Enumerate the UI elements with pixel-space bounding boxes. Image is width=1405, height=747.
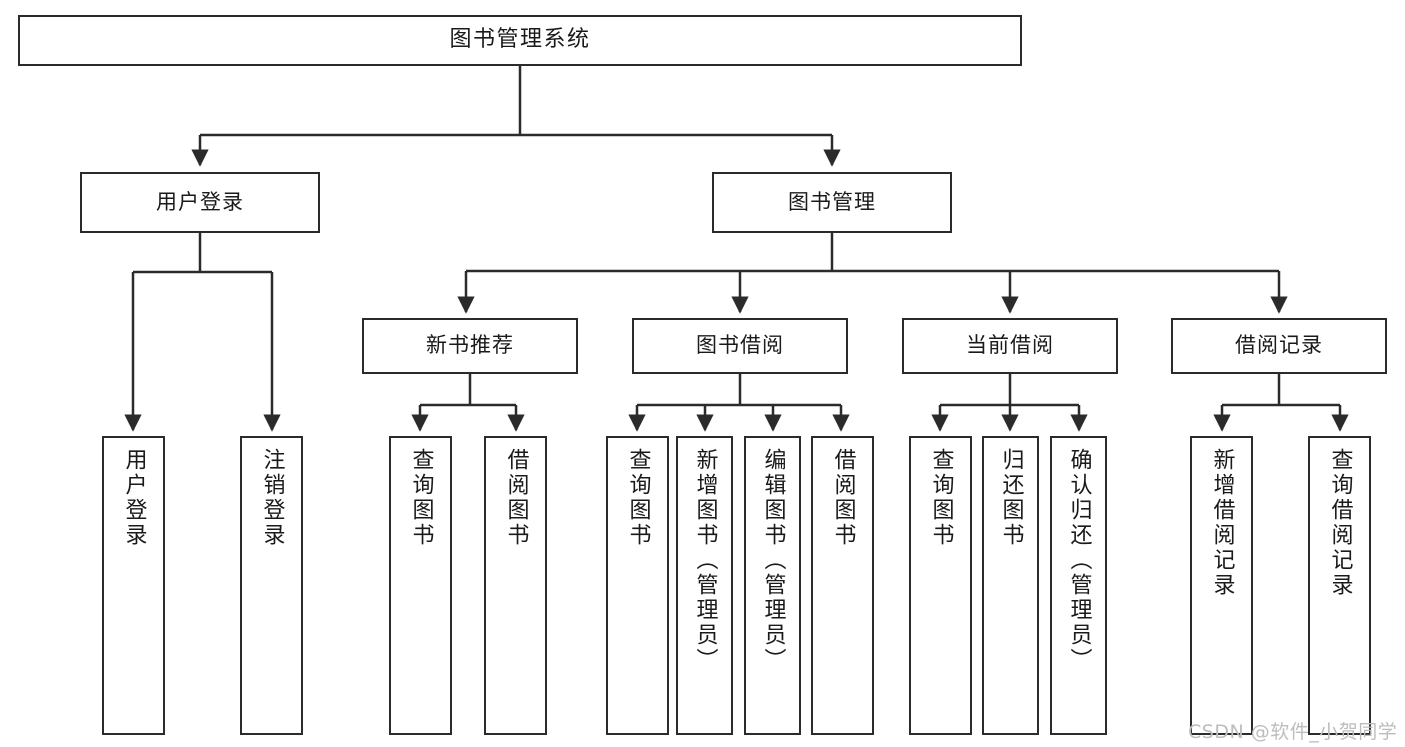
node-new-book-recommend-label: 新书推荐	[426, 333, 514, 358]
node-book-borrow[interactable]: 图书借阅	[632, 318, 848, 374]
node-user-login[interactable]: 用户登录	[80, 172, 320, 233]
node-leaf-add-book[interactable]: 新增图书（管理员）	[676, 436, 733, 735]
node-new-book-recommend[interactable]: 新书推荐	[362, 318, 578, 374]
node-borrow-record[interactable]: 借阅记录	[1171, 318, 1387, 374]
node-leaf-query-book-1-label: 查询图书	[408, 448, 434, 548]
node-leaf-borrow-book-1-label: 借阅图书	[503, 448, 529, 548]
node-leaf-confirm-return-label: 确认归还（管理员）	[1066, 448, 1092, 673]
node-leaf-user-login-label: 用户登录	[121, 448, 147, 548]
node-leaf-query-book-3-label: 查询图书	[928, 448, 954, 548]
node-leaf-user-logout-label: 注销登录	[259, 448, 285, 548]
node-user-login-label: 用户登录	[156, 189, 244, 214]
node-leaf-add-book-label: 新增图书（管理员）	[692, 448, 718, 673]
node-leaf-return-book-label: 归还图书	[998, 448, 1024, 548]
node-root[interactable]: 图书管理系统	[18, 15, 1022, 66]
node-borrow-record-label: 借阅记录	[1235, 333, 1323, 358]
node-leaf-confirm-return[interactable]: 确认归还（管理员）	[1050, 436, 1107, 735]
node-leaf-edit-book-label: 编辑图书（管理员）	[760, 448, 786, 673]
node-leaf-query-book-2-label: 查询图书	[625, 448, 651, 548]
node-leaf-edit-book[interactable]: 编辑图书（管理员）	[744, 436, 801, 735]
node-book-borrow-label: 图书借阅	[696, 333, 784, 358]
node-leaf-borrow-book-2-label: 借阅图书	[830, 448, 856, 548]
node-leaf-query-book-2[interactable]: 查询图书	[606, 436, 669, 735]
node-leaf-query-book-3[interactable]: 查询图书	[909, 436, 972, 735]
node-leaf-return-book[interactable]: 归还图书	[982, 436, 1039, 735]
node-leaf-query-record[interactable]: 查询借阅记录	[1308, 436, 1371, 735]
node-leaf-user-login[interactable]: 用户登录	[102, 436, 165, 735]
node-leaf-user-logout[interactable]: 注销登录	[240, 436, 303, 735]
node-leaf-borrow-book-2[interactable]: 借阅图书	[811, 436, 874, 735]
watermark: CSDN @软件_小贺同学	[1188, 721, 1398, 743]
node-leaf-query-book-1[interactable]: 查询图书	[389, 436, 452, 735]
node-leaf-add-record-label: 新增借阅记录	[1209, 448, 1235, 598]
node-current-borrow[interactable]: 当前借阅	[902, 318, 1118, 374]
node-leaf-add-record[interactable]: 新增借阅记录	[1190, 436, 1253, 735]
node-book-manage[interactable]: 图书管理	[712, 172, 952, 233]
node-current-borrow-label: 当前借阅	[966, 333, 1054, 358]
node-root-label: 图书管理系统	[449, 27, 591, 53]
node-leaf-borrow-book-1[interactable]: 借阅图书	[484, 436, 547, 735]
node-book-manage-label: 图书管理	[788, 189, 876, 214]
node-leaf-query-record-label: 查询借阅记录	[1327, 448, 1353, 598]
